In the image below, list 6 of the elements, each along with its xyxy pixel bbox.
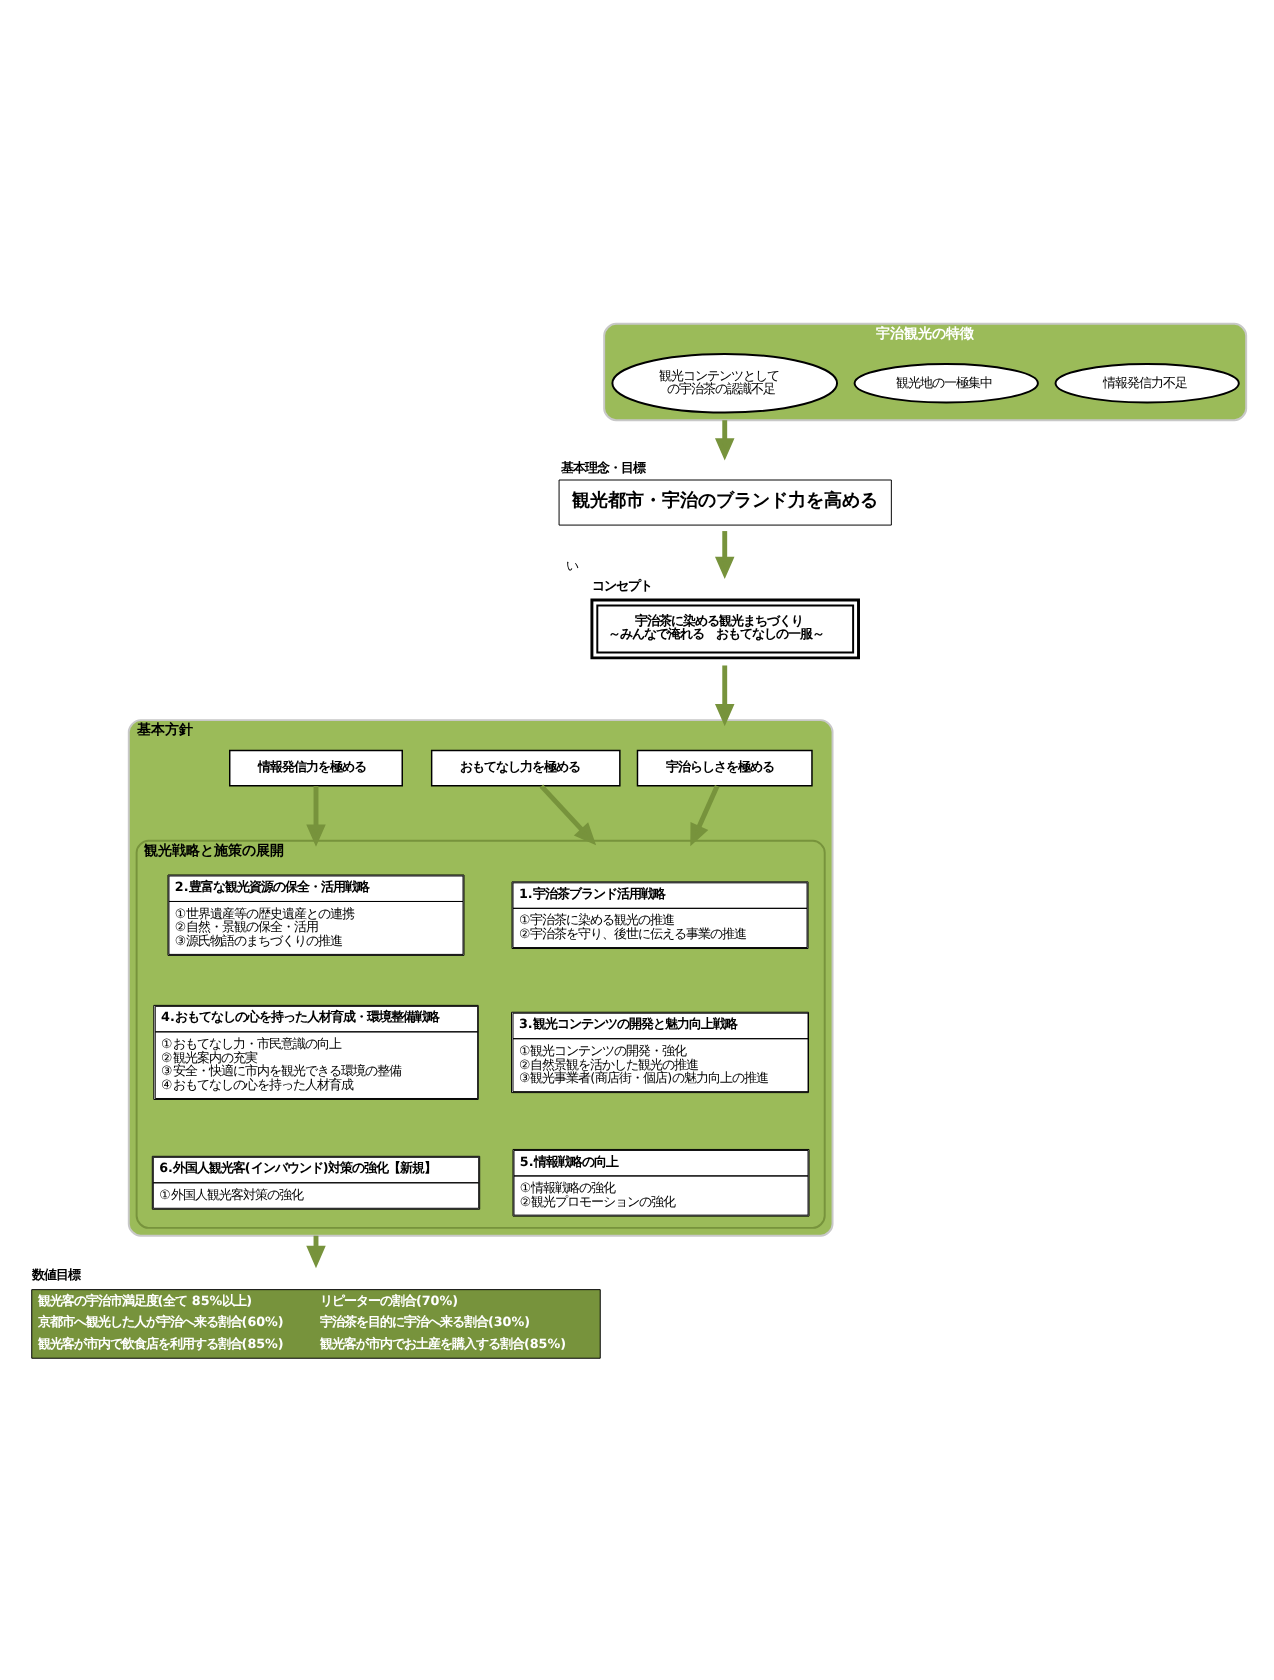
arrow xyxy=(690,784,720,846)
arrow xyxy=(715,530,735,579)
arrow xyxy=(539,783,597,845)
arrow xyxy=(715,664,735,726)
arrow xyxy=(306,785,326,846)
arrow xyxy=(715,419,735,460)
